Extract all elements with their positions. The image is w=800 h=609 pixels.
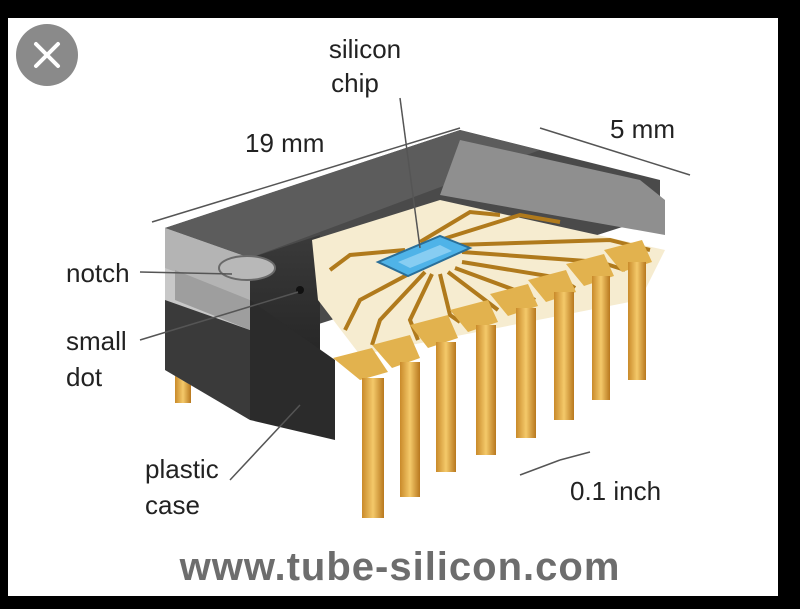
label-chip: chip	[331, 68, 379, 98]
dimension-lines	[139, 97, 691, 481]
label-silicon: silicon	[329, 34, 401, 64]
label-small: small	[66, 326, 127, 356]
label-case: case	[145, 490, 200, 520]
label-notch: notch	[66, 258, 130, 288]
close-icon	[34, 42, 60, 68]
front-leads	[333, 240, 652, 518]
notch-indent	[218, 255, 276, 281]
label-width: 5 mm	[610, 114, 675, 144]
label-length: 19 mm	[245, 128, 324, 158]
watermark-url: www.tube-silicon.com	[179, 545, 621, 589]
label-plastic: plastic	[145, 454, 219, 484]
close-button[interactable]	[16, 24, 78, 86]
label-dot: dot	[66, 362, 103, 392]
label-pitch: 0.1 inch	[570, 476, 661, 506]
